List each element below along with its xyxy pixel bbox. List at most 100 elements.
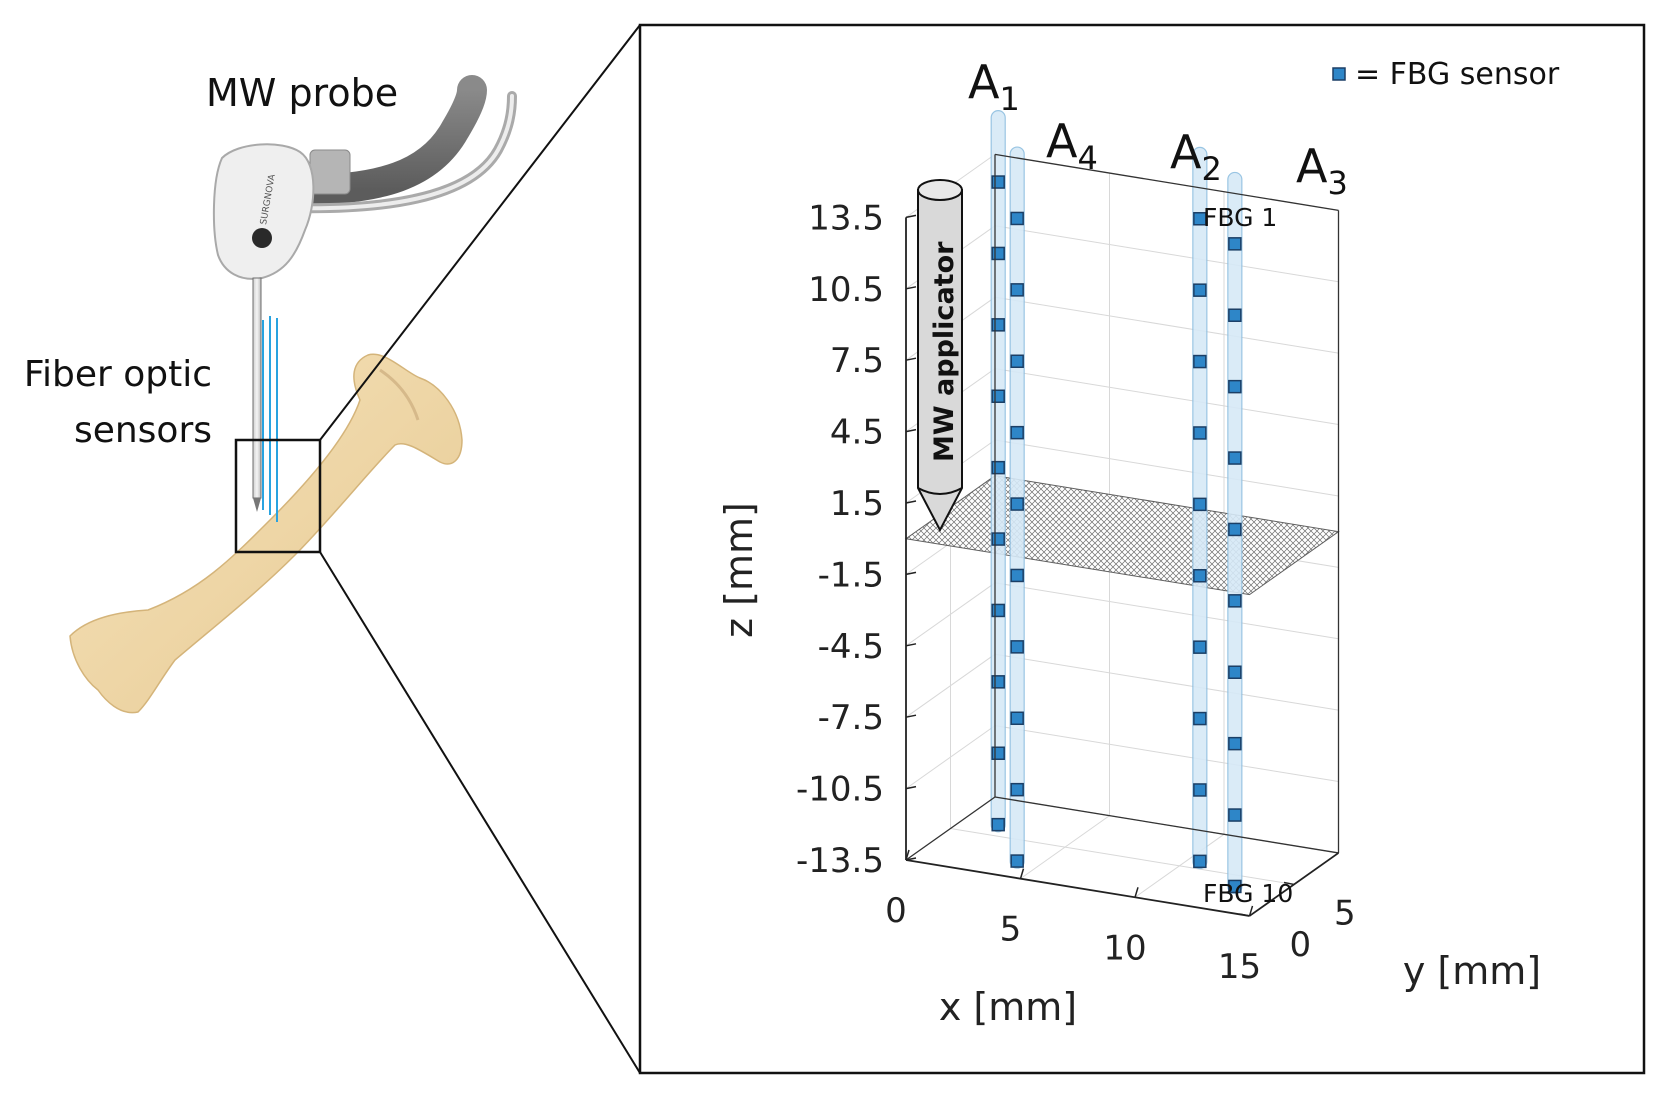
z-tick [905, 286, 917, 290]
z-tick-label: 1.5 [830, 484, 884, 524]
fbg-sensor [1193, 783, 1207, 797]
y-tick [1239, 913, 1250, 917]
fbg-sensor [1228, 594, 1242, 608]
fbg-sensor [991, 817, 1005, 832]
fbg-sensor [1010, 640, 1024, 654]
fbg-sensor [1228, 879, 1242, 894]
fbg-sensor [1228, 237, 1242, 251]
x-tick-label: 15 [1218, 947, 1261, 987]
array-label-a2: A2 [1170, 125, 1222, 188]
fbg-sensor [1010, 211, 1024, 226]
fbg-sensor [1193, 711, 1207, 726]
fbg-sensors [991, 175, 1242, 894]
z-tick-label: 13.5 [808, 198, 884, 238]
grid-line [994, 368, 1339, 426]
grid-line [994, 225, 1339, 283]
grid-line [905, 653, 996, 718]
x-tick [905, 849, 910, 861]
z-axis-label: z [mm] [717, 502, 761, 638]
fbg-sensor [1193, 426, 1207, 440]
y-tick-label: 5 [1334, 893, 1356, 933]
x-tick [1019, 868, 1025, 879]
legend-sensor-marker [1332, 67, 1346, 81]
fbg-10-label: FBG 10 [1203, 879, 1293, 908]
box-edge [994, 796, 1339, 854]
z-tick-label: -7.5 [818, 698, 884, 738]
fbg-sensor [1228, 736, 1242, 751]
z-tick-label: -4.5 [818, 627, 884, 667]
z-tick [905, 571, 917, 576]
z-tick [905, 643, 917, 647]
grid-line [994, 725, 1339, 783]
grid-line [994, 582, 1339, 640]
fbg-sensor [1228, 451, 1242, 465]
probe-label: MW probe [206, 71, 398, 115]
x-tick-label: 10 [1103, 928, 1146, 968]
z-tick-label: 10.5 [808, 270, 884, 310]
axes: 13.510.57.54.51.5-1.5-4.5-7.5-10.5-13.50… [796, 153, 1356, 987]
fbg-sensor [991, 675, 1005, 689]
mw-applicator: MW applicator [917, 179, 963, 533]
fbg-sensor [1010, 497, 1024, 511]
fbg-sensor [1193, 569, 1207, 583]
z-tick-label: 7.5 [830, 341, 884, 381]
z-tick [905, 785, 917, 790]
y-tick [1283, 881, 1295, 886]
fbg-sensor [991, 746, 1005, 760]
fbg-sensor [1010, 711, 1024, 726]
y-axis-label: y [mm] [1403, 949, 1541, 993]
fbg-sensor [991, 460, 1005, 475]
zoom-line-top [319, 24, 641, 441]
fbg-sensor [1010, 568, 1024, 583]
fbg-sensor [1010, 425, 1024, 440]
box-edge [994, 153, 1339, 211]
z-tick-label: 4.5 [830, 413, 884, 453]
fbg-sensor [1228, 522, 1242, 537]
fbg-sensor [991, 603, 1005, 618]
grid-line [905, 582, 996, 647]
z-tick-label: -1.5 [818, 555, 884, 595]
y-tick-label: 0 [1290, 925, 1312, 965]
legend: = FBG sensor [1332, 57, 1560, 92]
grid-line [994, 439, 1339, 497]
z-tick-label: -13.5 [796, 841, 884, 881]
fbg-sensor [1228, 808, 1242, 822]
zoom-line-bottom [319, 551, 641, 1074]
z-tick-label: -10.5 [796, 770, 884, 810]
z-tick [905, 214, 917, 219]
fbg-sensor [1193, 497, 1207, 512]
3d-plot: 13.510.57.54.51.5-1.5-4.5-7.5-10.5-13.50… [717, 55, 1560, 1029]
fbg-sensor [1010, 854, 1024, 868]
bone-illustration [69, 353, 463, 714]
x-axis-line [905, 859, 1250, 917]
fiber-label-line2: sensors [74, 410, 212, 451]
legend-text: = FBG sensor [1355, 57, 1560, 92]
fbg-sensor [991, 389, 1005, 403]
grid-line [994, 296, 1339, 354]
x-tick-label: 0 [885, 891, 907, 931]
fbg-sensor [1010, 782, 1024, 797]
fbg-sensor [991, 318, 1005, 332]
applicator-label: MW applicator [929, 241, 960, 462]
fbg-sensor [991, 532, 1005, 546]
fbg-sensor [1193, 212, 1207, 226]
fbg-sensor [1193, 640, 1207, 654]
x-axis-label: x [mm] [939, 985, 1077, 1029]
fiber-label-line1: Fiber optic [24, 354, 212, 395]
array-label-a4: A4 [1046, 114, 1098, 177]
brand-logo-icon [252, 228, 272, 248]
fbg-sensor [1010, 283, 1024, 297]
fbg-sensor [1193, 354, 1207, 369]
grid-line [994, 653, 1339, 711]
fbg-sensor [991, 246, 1005, 261]
zoom-box [234, 438, 322, 554]
grid-line [905, 725, 996, 790]
fbg-1-label: FBG 1 [1203, 203, 1277, 232]
box-edge [905, 796, 996, 861]
fbg-sensor [1193, 283, 1207, 297]
fbg-sensor [1228, 308, 1242, 322]
fbg-sensor [1010, 354, 1024, 369]
z-tick [905, 857, 917, 861]
fbg-sensor [1193, 854, 1207, 869]
